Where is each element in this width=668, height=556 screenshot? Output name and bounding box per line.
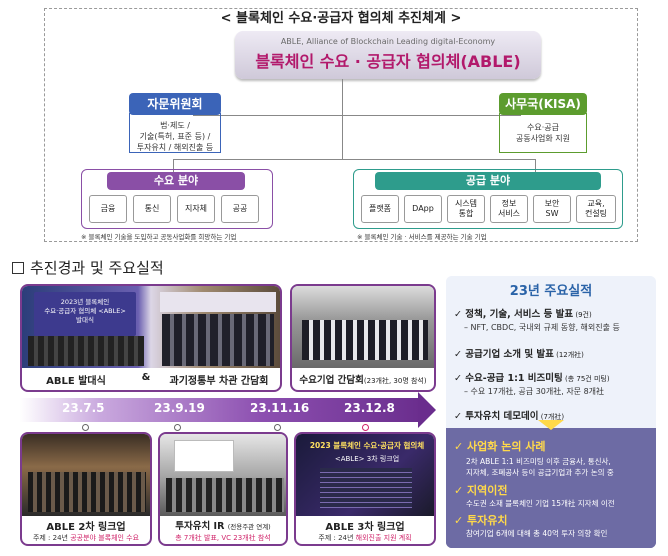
supply-chip: 정보 서비스 [490,195,528,223]
vice-minister-caption: 과기정통부 차관 간담회 [169,376,269,387]
timeline-arrow-icon [418,392,436,428]
supply-chip: DApp [404,195,442,223]
timeline-bar [20,398,424,422]
demand-field [81,169,273,229]
timeline-dot [274,424,281,431]
able-ko: 블록체인 수요 · 공급자 협의체(ABLE) [255,52,521,71]
photo-demand-meeting: 수요기업 간담회(23개社, 30명 참석) [290,284,436,392]
result-item: ✓ 투자유치 데모데이 (7개社) [454,411,565,422]
linkup3-banner-sub: <ABLE> 3차 링크업 [334,455,400,463]
result-sub: – NFT, CBDC, 국내외 규제 동향, 해외진출 등 [464,323,620,332]
photo-linkup-2: ABLE 2차 링크업 주제 : 24년 공공분야 블록체인 수요 [20,432,152,546]
photo-launch: 2023년 블록체인 수요·공급자 협의체 <ABLE> 발대식 ABLE 발대… [20,284,282,392]
secretariat-body: 수요·공급 공동사업화 지원 [499,113,587,153]
amp-label: & [141,372,151,383]
supply-chip: 교육, 컨설팅 [576,195,616,223]
advisory-body: 법·제도 / 기술(특허, 표준 등) / 투자유치 / 해외진출 등 [129,113,221,153]
advisory-line: 기술(특허, 표준 등) / [139,132,211,141]
result-item: ✓ 수요-공급 1:1 비즈미팅 (총 75건 미팅) [454,373,610,384]
advisory-line: 투자유치 / 해외진출 등 [136,143,214,152]
linkup3-photo-image: 2023 블록체인 수요·공급자 협의체 <ABLE> 3차 링크업 [296,434,434,516]
demand-chip: 지자체 [177,195,215,223]
results-title: 23년 주요실적 [509,284,593,299]
demand-note: ※ 블록체인 기술을 도입하고 공동사업화를 희망하는 기업 [81,233,237,241]
linkup3-subcaption: 주제 : 24년 해외진출 지원 계획 [318,534,412,542]
ir-caption: 투자유치 IR (전용주관 연계) [175,521,271,532]
ir-subcaption: 총 7개社 발표, VC 23개社 참석 [175,534,271,542]
advisory-line: 법·제도 / [160,121,190,130]
supply-field [353,169,623,229]
agenda-slide [320,468,412,508]
meeting-table [302,320,428,360]
date-4: 23.12.8 [344,401,395,415]
linkup2-caption: ABLE 2차 링크업 [46,522,126,533]
linkup3-caption: ABLE 3차 링크업 [325,522,405,533]
ir-audience [166,478,284,512]
group-silhouettes [162,314,274,366]
secretariat-title: 사무국(KISA) [499,93,587,115]
supply-title: 공급 분야 [375,172,601,190]
date-1: 23.7.5 [62,401,105,415]
result-item: ✓ 공급기업 소개 및 발표 (12개社) [454,349,584,360]
supply-note: ※ 블록체인 기술 · 서비스를 제공하는 기술 기업 [357,233,487,241]
secretariat-line: 수요·공급 [527,123,559,132]
supply-chip: 시스템 통합 [447,195,485,223]
checkbox-square-icon [12,262,24,274]
meeting-photo-image [292,286,434,368]
date-3: 23.11.16 [250,401,310,415]
investment-line: 참여기업 6개에 대해 총 40억 투자 의향 확인 [466,529,608,538]
supply-chip: 플랫폼 [361,195,399,223]
investment-heading: ✓ 투자유치 [454,514,508,527]
photo-linkup-3: 2023 블록체인 수요·공급자 협의체 <ABLE> 3차 링크업 ABLE … [294,432,436,546]
launch-caption: ABLE 발대식 [46,376,106,387]
case-line: 2차 ABLE 1:1 비즈미팅 이후 금융사, 통신사, [466,457,611,466]
relocation-line: 수도권 소재 블록체인 기업 15개社 지자체 이전 [466,499,615,508]
demand-chip: 통신 [133,195,171,223]
result-item: ✓ 정책, 기술, 서비스 등 발표 (9건) [454,309,592,320]
timeline-dot [82,424,89,431]
down-arrow-icon [538,420,564,430]
org-title: < 블록체인 수요·공급자 협의체 추진체계 > [212,11,470,26]
connector [173,159,535,160]
demand-title: 수요 분야 [107,172,245,190]
connector [342,79,343,159]
connector [535,159,536,173]
results-bottom [446,428,656,548]
demand-meeting-caption: 수요기업 간담회(23개社, 30명 참석) [299,375,427,386]
date-2: 23.9.19 [154,401,205,415]
connector [193,115,521,116]
timeline-dot-current [362,424,369,431]
demand-chip: 공공 [221,195,259,223]
supply-chip: 보안 SW [533,195,571,223]
linkup2-subcaption: 주제 : 24년 공공분야 블록체인 수요 [32,534,140,542]
results-top [446,276,656,428]
able-box: ABLE, Alliance of Blockchain Leading dig… [235,31,541,79]
connector [173,159,174,173]
result-sub: – 수요 17개社, 공급 30개社, 자문 8개社 [464,387,605,396]
audience [28,472,146,512]
section-title: 추진경과 및 주요실적 [12,257,164,278]
linkup3-banner: 2023 블록체인 수요·공급자 협의체 [309,441,425,450]
linkup2-photo-image [22,434,150,516]
photo-ir: 투자유치 IR (전용주관 연계) 총 7개社 발표, VC 23개社 참석 [158,432,288,546]
stage-banner [160,292,276,312]
timeline-dot [174,424,181,431]
demand-chip: 금융 [89,195,127,223]
crowd-silhouettes [28,336,144,366]
launch-slide: 2023년 블록체인 수요·공급자 협의체 <ABLE> 발대식 [34,292,136,336]
launch-photo-image: 2023년 블록체인 수요·공급자 협의체 <ABLE> 발대식 [22,286,280,368]
ir-screen [174,440,234,472]
advisory-title: 자문위원회 [129,93,221,115]
results-panel: 23년 주요실적 ✓ 정책, 기술, 서비스 등 발표 (9건) – NFT, … [446,276,656,548]
able-en: ABLE, Alliance of Blockchain Leading dig… [280,37,496,46]
ir-photo-image [160,434,286,516]
org-chart: < 블록체인 수요·공급자 협의체 추진체계 > ABLE, Alliance … [44,8,638,242]
secretariat-line: 공동사업화 지원 [515,134,571,143]
relocation-heading: ✓ 지역이전 [454,484,508,497]
case-heading: ✓ 사업화 논의 사례 [454,440,546,453]
case-line: 지자체, 조폐공사 등이 공급기업과 추가 논의 중 [466,468,614,477]
